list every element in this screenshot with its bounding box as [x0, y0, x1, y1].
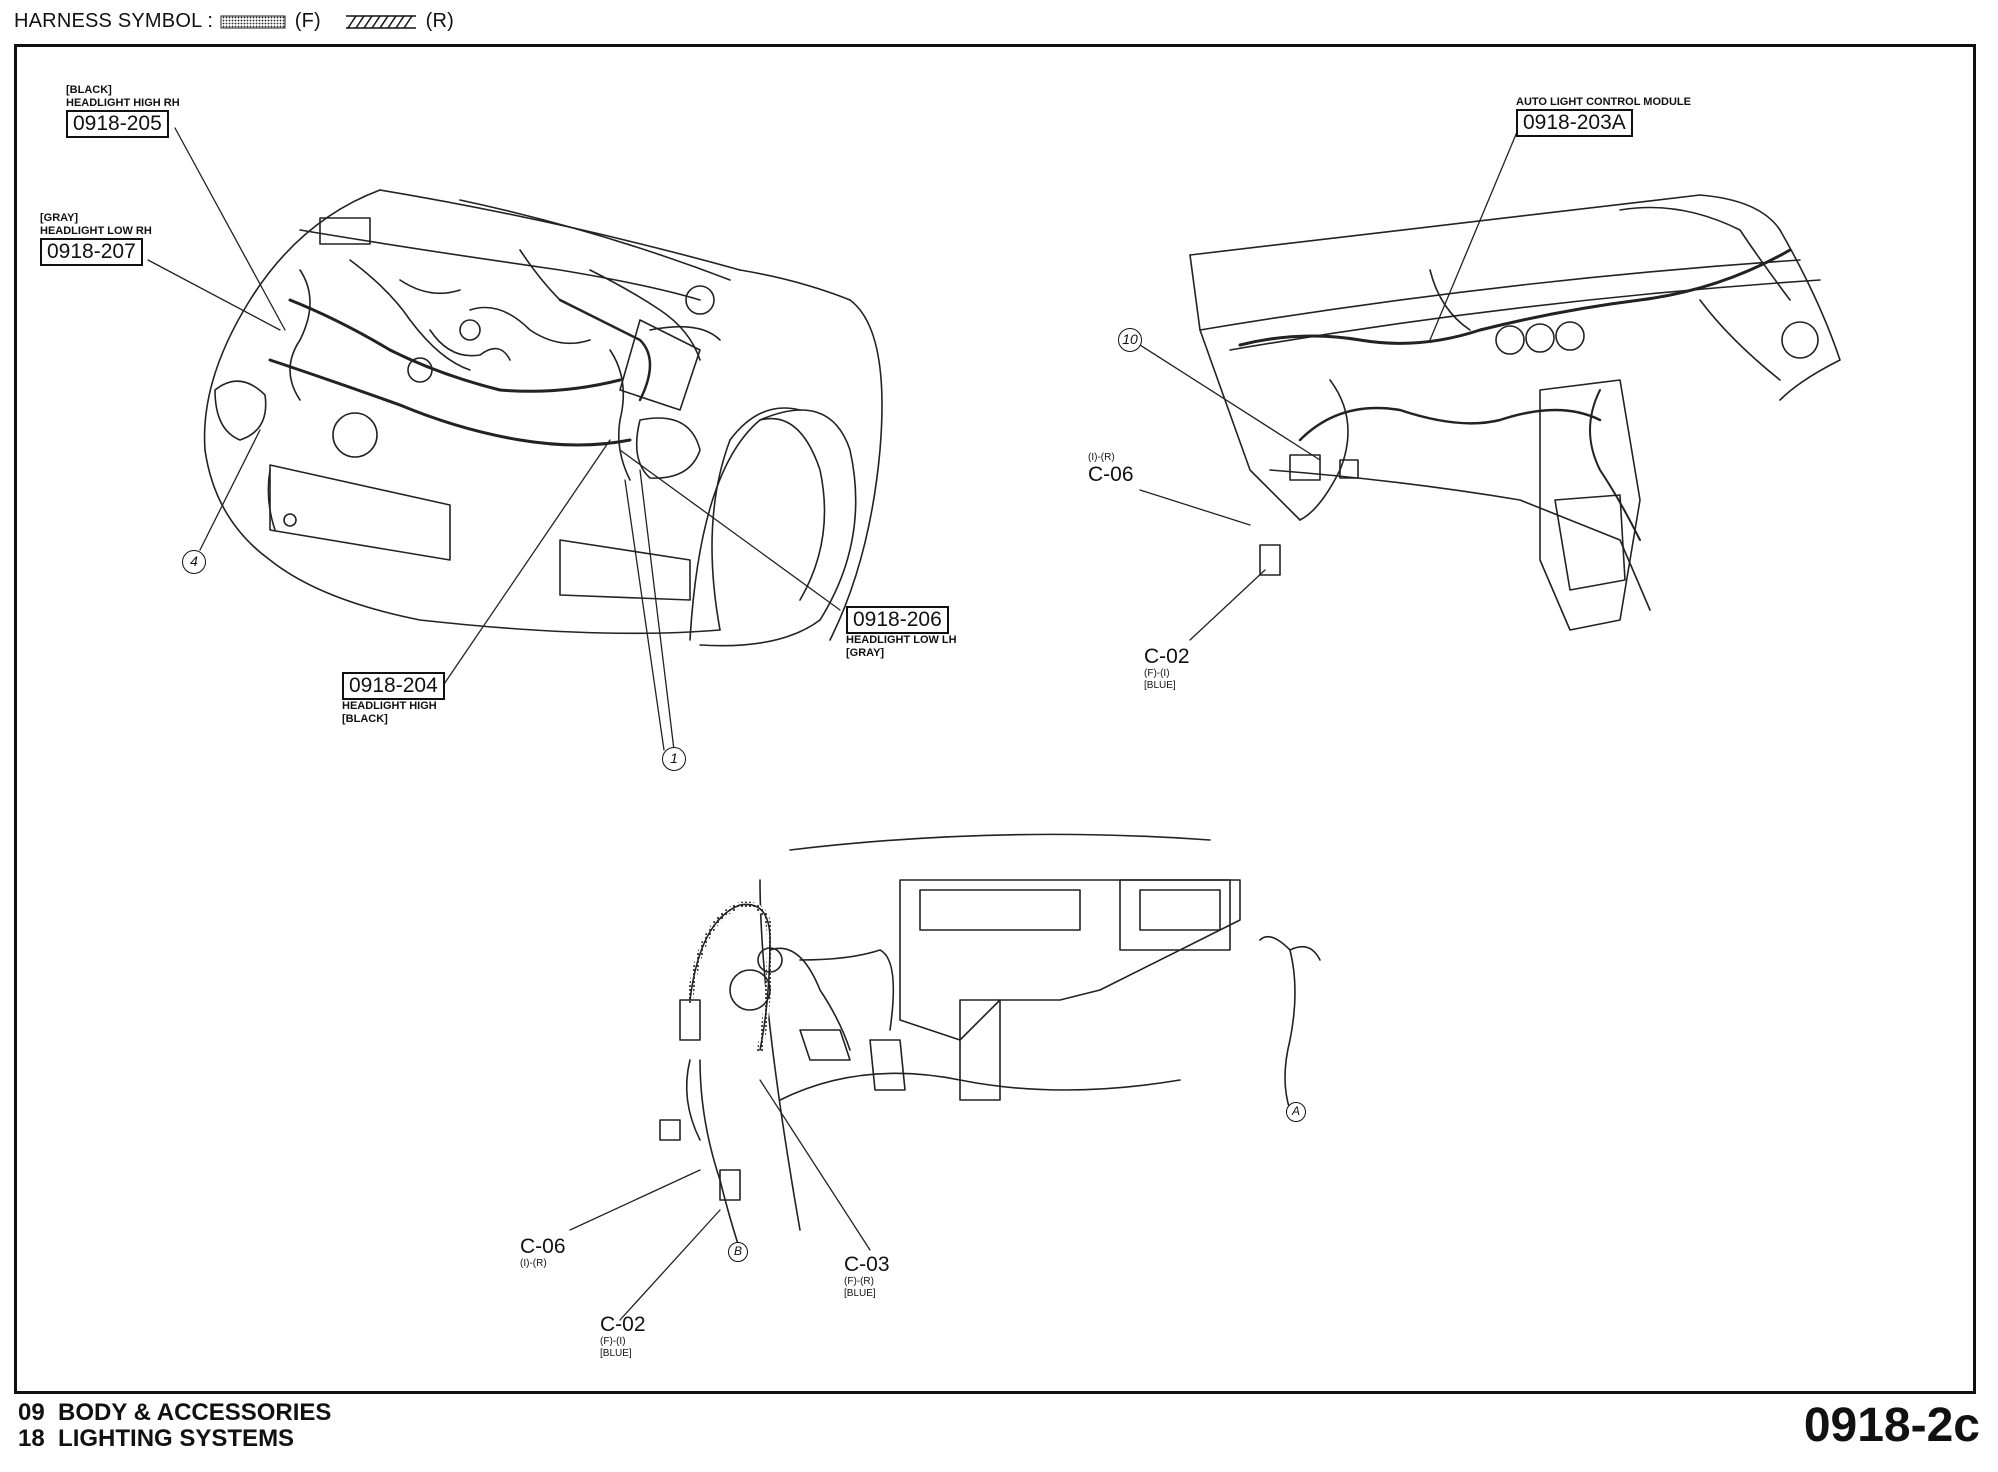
callout-4-icon: 4 [182, 550, 206, 574]
front-harness-symbol-icon [220, 15, 286, 29]
footer-line-1: 09 BODY & ACCESSORIES [18, 1400, 331, 1426]
label-dash-c06: (I)-(R) C-06 [1088, 452, 1134, 486]
cabin-drawing [569, 833, 1321, 1321]
hl-low-lh-name: HEADLIGHT LOW LH [846, 634, 957, 646]
legend-rear: (R) [425, 10, 455, 32]
cabin-c06-sub: (I)-(R) [520, 1258, 547, 1269]
cabin-c02-sub: (F)-(I) [600, 1336, 626, 1347]
engine-bay-drawing [147, 127, 883, 751]
callout-a-icon: A [1286, 1102, 1306, 1122]
cabin-c03-color: [BLUE] [844, 1288, 876, 1299]
cabin-c02-code: C-02 [600, 1313, 646, 1336]
auto-light-code: 0918-203A [1516, 109, 1633, 137]
harness-symbol-legend: HARNESS SYMBOL : (F) (R) [14, 10, 454, 33]
footer-line-2-num: 18 [18, 1425, 45, 1452]
footer-section-info: 09 BODY & ACCESSORIES 18 LIGHTING SYSTEM… [18, 1400, 331, 1452]
hl-low-rh-color: [GRAY] [40, 212, 79, 224]
label-dash-c02: C-02 (F)-(I) [BLUE] [1144, 646, 1190, 692]
rear-harness-symbol-icon [345, 14, 416, 29]
dashboard-drawing [1139, 119, 1841, 641]
label-auto-light-module: AUTO LIGHT CONTROL MODULE 0918-203A [1516, 96, 1691, 137]
legend-front: (F) [294, 10, 321, 32]
dash-c02-color: [BLUE] [1144, 680, 1176, 691]
label-headlight-low-lh: 0918-206 HEADLIGHT LOW LH [GRAY] [846, 606, 957, 660]
hl-low-rh-name: HEADLIGHT LOW RH [40, 225, 152, 237]
cabin-c03-code: C-03 [844, 1253, 890, 1276]
dash-c02-code: C-02 [1144, 645, 1190, 668]
hl-high-rh-code: 0918-205 [66, 110, 169, 138]
label-headlight-high-rh: [BLACK] HEADLIGHT HIGH RH 0918-205 [66, 84, 180, 138]
hl-high-rh-color: [BLACK] [66, 84, 112, 96]
hl-low-rh-code: 0918-207 [40, 238, 143, 266]
dash-c02-sub: (F)-(I) [1144, 668, 1170, 679]
hl-high-rh-name: HEADLIGHT HIGH RH [66, 97, 180, 109]
diagram-frame [14, 44, 1976, 1394]
footer-line-2: 18 LIGHTING SYSTEMS [18, 1426, 331, 1452]
label-cabin-c02: C-02 (F)-(I) [BLUE] [600, 1314, 646, 1360]
dash-c06-sub: (I)-(R) [1088, 452, 1115, 463]
cabin-c02-color: [BLUE] [600, 1348, 632, 1359]
label-headlight-high: 0918-204 HEADLIGHT HIGH [BLACK] [342, 672, 445, 726]
footer-line-1-text: BODY & ACCESSORIES [58, 1399, 332, 1426]
hl-high-name: HEADLIGHT HIGH [342, 700, 437, 712]
legend-title: HARNESS SYMBOL : [14, 10, 214, 32]
hl-high-color: [BLACK] [342, 713, 388, 725]
page-code: 0918-2c [1803, 1399, 1980, 1452]
cabin-c03-sub: (F)-(R) [844, 1276, 874, 1287]
callout-b-icon: B [728, 1242, 748, 1262]
hl-low-lh-code: 0918-206 [846, 606, 949, 634]
callout-10-icon: 10 [1118, 328, 1142, 352]
auto-light-name: AUTO LIGHT CONTROL MODULE [1516, 96, 1691, 108]
label-headlight-low-rh: [GRAY] HEADLIGHT LOW RH 0918-207 [40, 212, 152, 266]
dash-c06-code: C-06 [1088, 463, 1134, 486]
callout-1-icon: 1 [662, 747, 686, 771]
footer-line-1-num: 09 [18, 1399, 45, 1426]
footer-line-2-text: LIGHTING SYSTEMS [58, 1425, 295, 1452]
hl-high-code: 0918-204 [342, 672, 445, 700]
label-cabin-c06: C-06 (I)-(R) [520, 1236, 566, 1270]
label-cabin-c03: C-03 (F)-(R) [BLUE] [844, 1254, 890, 1300]
hl-low-lh-color: [GRAY] [846, 647, 885, 659]
cabin-c06-code: C-06 [520, 1235, 566, 1258]
